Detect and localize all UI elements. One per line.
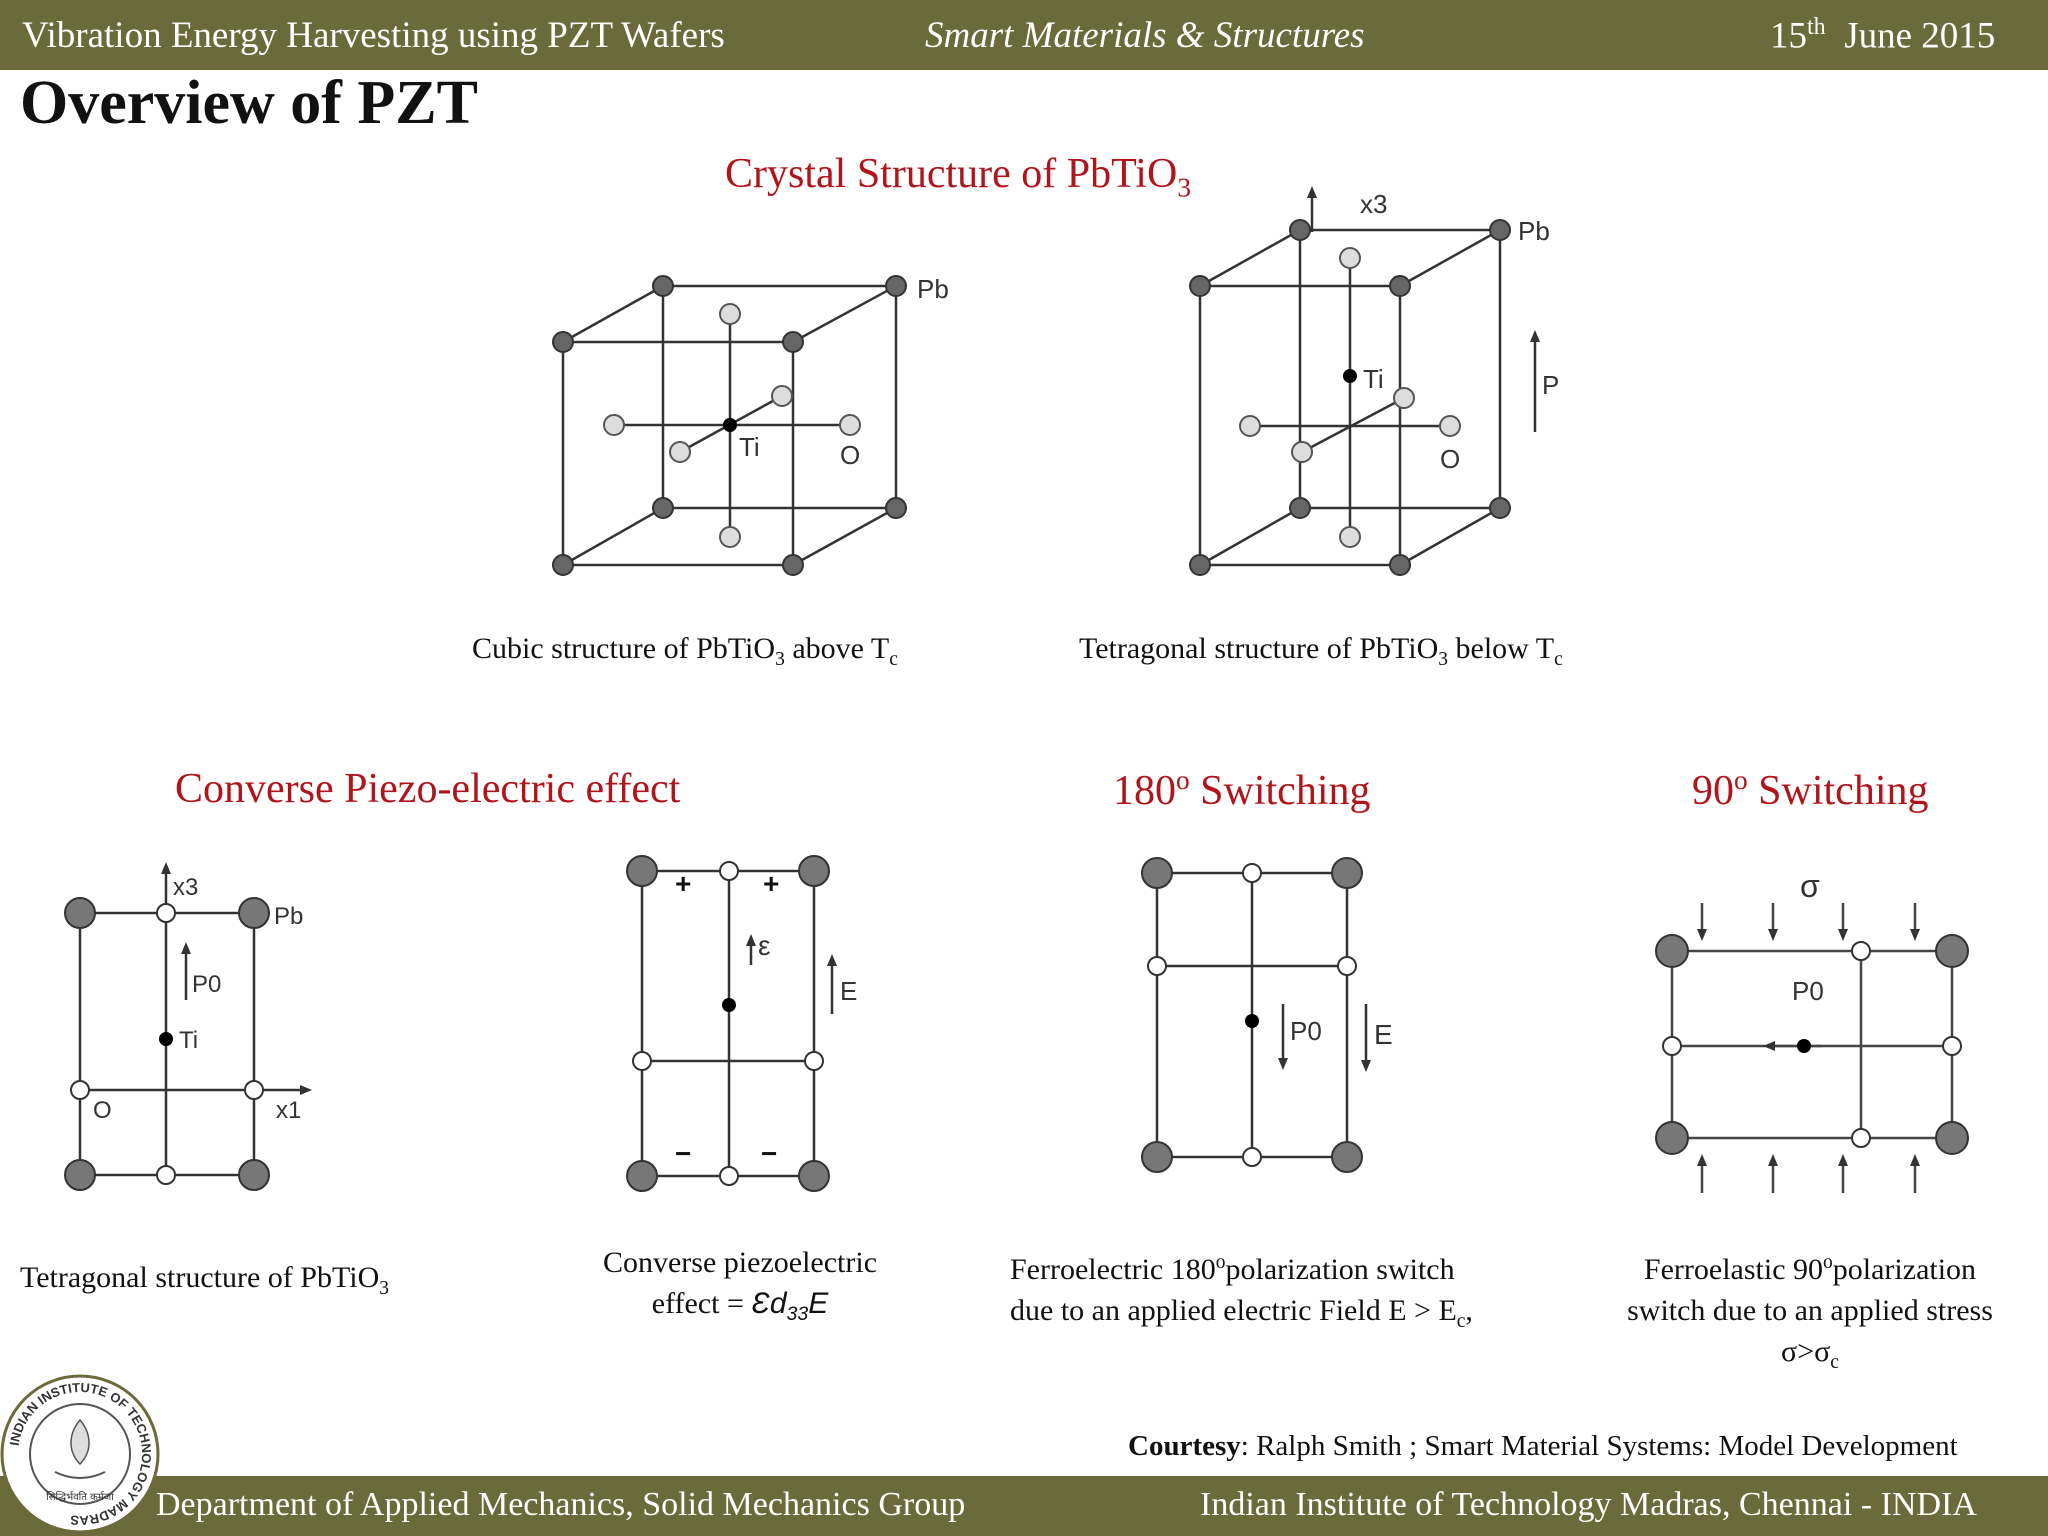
footer-institute: Indian Institute of Technology Madras, C… <box>1200 1486 1977 1523</box>
logo-motto: सिद्धिर्भवति कर्मजा <box>46 1491 114 1503</box>
presentation-date: 15th June 2015 <box>1770 14 1996 57</box>
switch180-p0-label: P0 <box>1290 1016 1322 1046</box>
cubic-pb-label: Pb <box>917 274 949 304</box>
tetragonal-caption: Tetragonal structure of PbTiO3 below Tc <box>1079 632 1563 670</box>
tetragonal-pb-label: Pb <box>1518 216 1550 246</box>
tetra2d-p0-label: P0 <box>192 971 221 998</box>
tetragonal-o-label: O <box>1440 444 1460 474</box>
strain-epsilon-label: ε <box>758 930 770 961</box>
minus-sign-right: − <box>761 1138 777 1169</box>
cubic-ti-label: Ti <box>739 432 760 462</box>
tetra2d-o-label: O <box>93 1097 112 1124</box>
header-bar: Vibration Energy Harvesting using PZT Wa… <box>0 0 2048 70</box>
converse-piezo-heading: Converse Piezo-electric effect <box>175 766 681 812</box>
polarization-p-label: P <box>1542 370 1559 400</box>
switching-90-caption: Ferroelastic 90opolarization switch due … <box>1627 1252 1993 1373</box>
converse-effect-caption: Converse piezoelectric effect = Ɛd33E <box>602 1246 878 1325</box>
tetragonal-x3-label: x3 <box>1360 189 1387 219</box>
footer-bar: Department of Applied Mechanics, Solid M… <box>0 1476 2048 1536</box>
course-name: Smart Materials & Structures <box>925 15 1365 56</box>
courtesy-note: Courtesy: Ralph Smith ; Smart Material S… <box>1128 1430 1958 1462</box>
iit-madras-logo: INDIAN INSTITUTE OF TECHNOLOGY MADRAS सि… <box>0 1374 160 1534</box>
crystal-structure-heading: Crystal Structure of PbTiO3 <box>725 151 1191 203</box>
tetra2d-x1-label: x1 <box>276 1097 301 1124</box>
tetra2d-x3-label: x3 <box>173 874 198 901</box>
cubic-caption: Cubic structure of PbTiO3 above Tc <box>472 632 898 670</box>
cubic-o-label: O <box>840 440 860 470</box>
plus-sign-right: + <box>763 868 779 899</box>
tetra2d-ti-label: Ti <box>179 1027 198 1054</box>
stress-sigma-label: σ <box>1800 868 1820 904</box>
switching-180-heading: 180o Switching <box>1113 765 1371 814</box>
switch90-p0-label: P0 <box>1792 976 1824 1006</box>
slide-title: Overview of PZT <box>20 69 479 137</box>
minus-sign-left: − <box>675 1138 691 1169</box>
tetragonal-2d-caption: Tetragonal structure of PbTiO3 <box>20 1261 389 1299</box>
plus-sign-left: + <box>675 868 691 899</box>
switching-90-heading: 90o Switching <box>1692 765 1929 814</box>
switch180-e-label: E <box>1374 1019 1393 1050</box>
field-e-label: E <box>840 976 857 1006</box>
tetra2d-pb-label: Pb <box>274 903 303 930</box>
footer-department: Department of Applied Mechanics, Solid M… <box>156 1486 966 1523</box>
tetragonal-ti-label: Ti <box>1363 364 1384 394</box>
switching-180-caption: Ferroelectric 180opolarization switch du… <box>1010 1252 1473 1332</box>
presentation-title: Vibration Energy Harvesting using PZT Wa… <box>22 15 725 56</box>
